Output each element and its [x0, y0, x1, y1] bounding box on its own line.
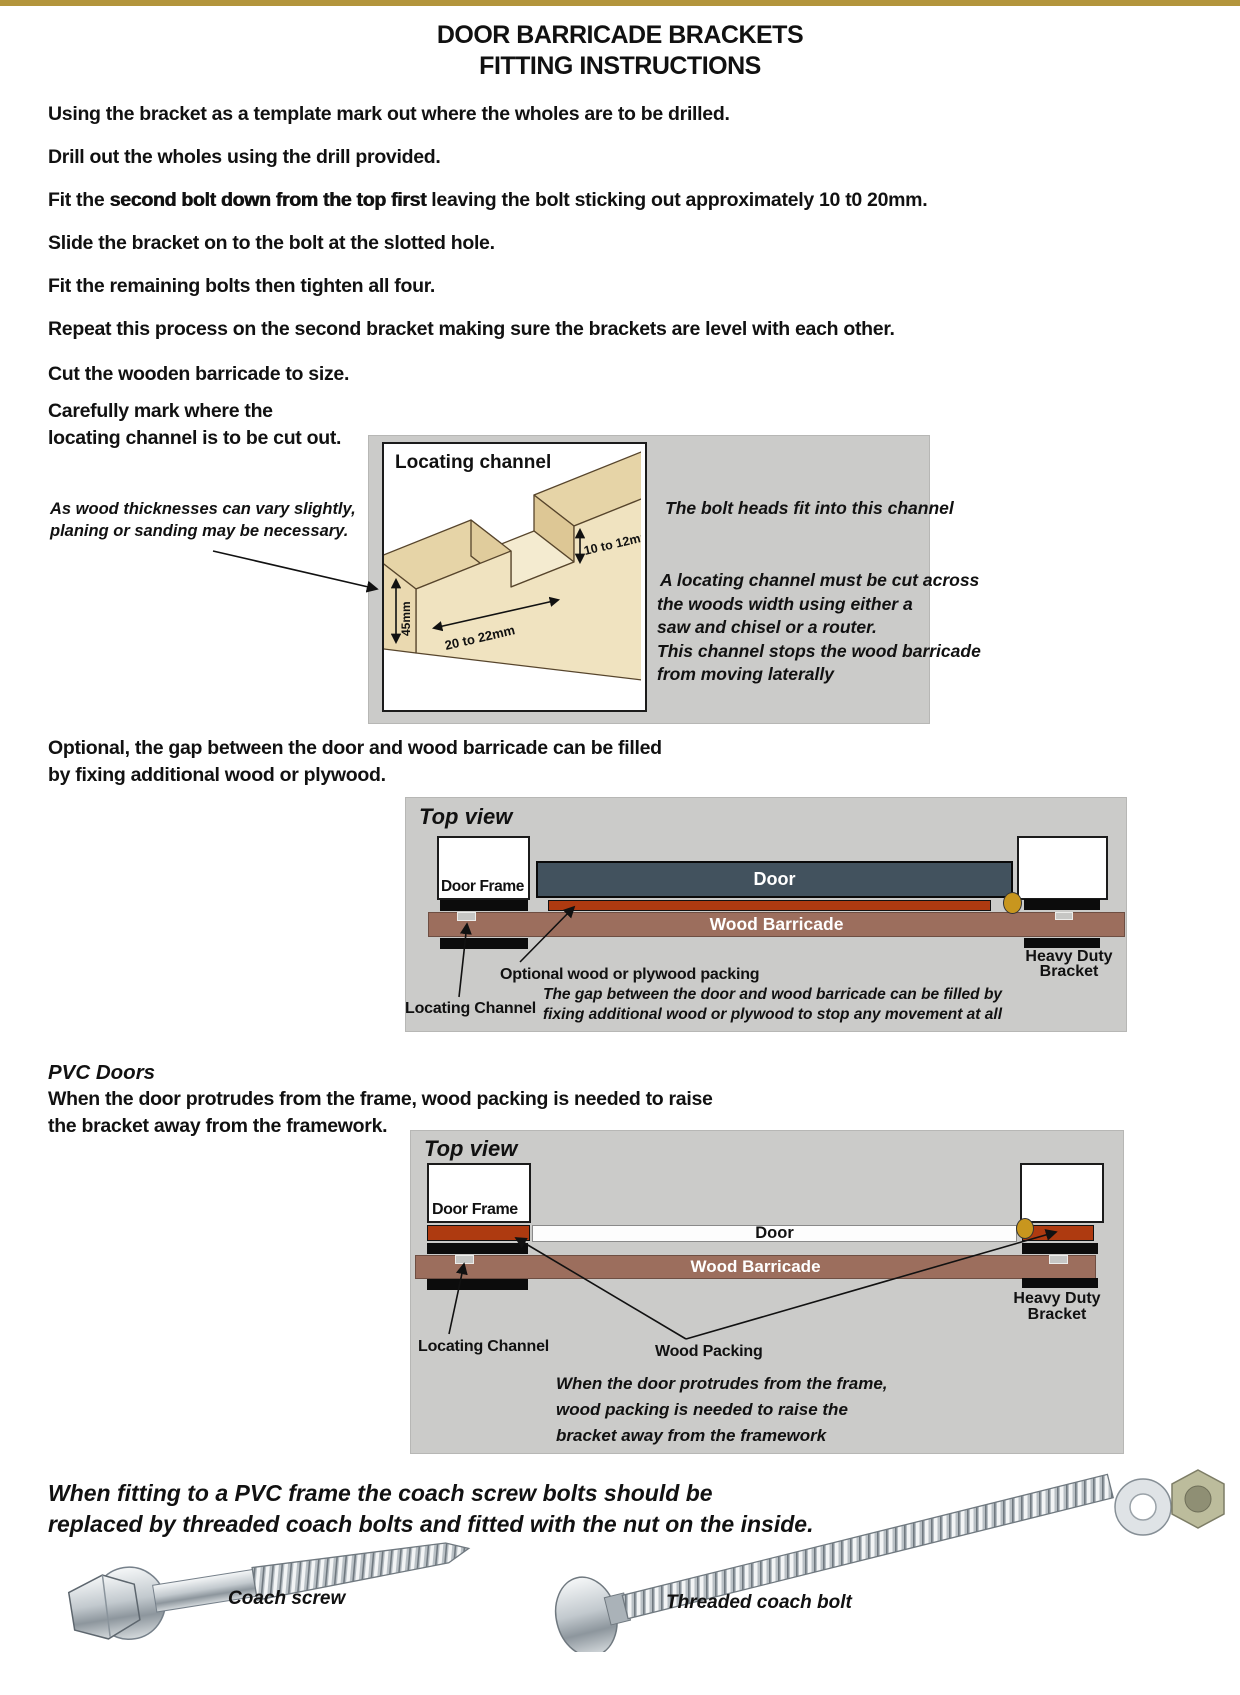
channel-desc-5: from moving laterally: [657, 664, 834, 684]
locating-channel-diagram-box: 45mm 20 to 22mm 10 to 12mm Locating chan…: [382, 442, 647, 712]
pvc-intro-1: When the door protrudes from the frame, …: [48, 1088, 713, 1110]
title-line-2: FITTING INSTRUCTIONS: [479, 52, 761, 80]
coach-bolt-label: Threaded coach bolt: [666, 1592, 852, 1613]
panel-b-hd-line2: Bracket: [1027, 1305, 1087, 1323]
panel-b-bracket-bar-right-bottom: [1022, 1278, 1098, 1288]
panel-a-channel-notch-right: [1055, 912, 1073, 920]
step-7: Cut the wooden barricade to size.: [48, 363, 350, 385]
channel-desc-4: This channel stops the wood barricade: [657, 641, 981, 661]
step-3: Fit the second bolt down from the top fi…: [48, 189, 928, 212]
locating-channel-diagram-title: Locating channel: [395, 452, 552, 473]
step-3-pre: Fit the: [48, 189, 110, 211]
title-line-1: DOOR BARRICADE BRACKETS: [436, 21, 804, 49]
step-5: Fit the remaining bolts then tighten all…: [48, 275, 436, 297]
panel-a-door-label: Door: [753, 869, 796, 889]
panel-a-packing-callout: Optional wood or plywood packing: [500, 966, 760, 983]
channel-desc-2: the woods width using either a: [657, 594, 913, 614]
fastener-note-2: replaced by threaded coach bolts and fit…: [48, 1511, 814, 1537]
panel-a-door-frame-left: Door Frame: [437, 836, 530, 900]
panel-b-packing-left: [427, 1225, 530, 1241]
panel-a-wood-barricade: Wood Barricade: [428, 912, 1125, 937]
panel-b-door: Door: [532, 1225, 1017, 1242]
panel-a-bracket-bar-left-top: [440, 900, 528, 911]
panel-a-door-frame-label: Door Frame: [441, 878, 524, 895]
panel-a-packing-strip: [548, 900, 991, 911]
wood-thickness-note-1: As wood thicknesses can vary slightly,: [50, 500, 356, 518]
panel-b-bracket-bar-right-top: [1022, 1243, 1098, 1254]
wood-channel-illustration: 45mm 20 to 22mm 10 to 12mm: [384, 451, 641, 681]
channel-desc-3: saw and chisel or a router.: [657, 617, 877, 637]
coach-screw-label: Coach screw: [228, 1588, 346, 1609]
step-4: Slide the bracket on to the bolt at the …: [48, 232, 495, 254]
panel-b-bolt-head: [1016, 1218, 1034, 1239]
mark-line-1: Carefully mark where the: [48, 400, 273, 422]
panel-a-barricade-label: Wood Barricade: [709, 914, 844, 934]
page-title: DOOR BARRICADE BRACKETS FITTING INSTRUCT…: [0, 20, 1240, 82]
bolt-heads-note: The bolt heads fit into this channel: [665, 498, 954, 518]
panel-b-wood-packing-callout: Wood Packing: [655, 1343, 763, 1360]
pvc-heading: PVC Doors: [48, 1061, 156, 1084]
panel-b-caption-1: When the door protrudes from the frame,: [556, 1374, 888, 1393]
note-arrow: [212, 550, 379, 593]
panel-b-locating-channel-callout: Locating Channel: [418, 1338, 550, 1355]
panel-b-door-label: Door: [755, 1224, 794, 1242]
panel-a-bracket-bar-right-bottom: [1024, 938, 1100, 948]
panel-b-channel-notch-left: [455, 1255, 474, 1264]
step-2: Drill out the wholes using the drill pro…: [48, 146, 441, 168]
step-3-post: leaving the bolt sticking out approximat…: [426, 189, 928, 211]
panel-a-bolt-head: [1003, 892, 1022, 914]
panel-a-hd-line1: Heavy Duty: [1025, 948, 1113, 965]
fastener-note-1: When fitting to a PVC frame the coach sc…: [48, 1480, 713, 1506]
top-accent-bar: [0, 0, 1240, 6]
dim-45mm-label: 45mm: [399, 601, 413, 636]
wood-thickness-note-2: planing or sanding may be necessary.: [50, 522, 349, 540]
panel-a-locating-channel-callout: Locating Channel: [405, 1000, 537, 1017]
panel-a-caption-2: fixing additional wood or plywood to sto…: [543, 1006, 1002, 1023]
channel-desc-1: A locating channel must be cut across: [660, 570, 980, 590]
panel-b-channel-notch-right: [1049, 1255, 1068, 1264]
panel-b-caption-3: bracket away from the framework: [556, 1426, 827, 1445]
mark-line-2: locating channel is to be cut out.: [48, 427, 342, 449]
panel-a-door-frame-right: [1017, 836, 1108, 900]
panel-a-view-label: Top view: [419, 804, 513, 829]
optional-intro-2: by fixing additional wood or plywood.: [48, 764, 386, 786]
step-1: Using the bracket as a template mark out…: [48, 103, 730, 125]
panel-b-wood-barricade: Wood Barricade: [415, 1255, 1096, 1279]
panel-b-barricade-label: Wood Barricade: [690, 1257, 821, 1276]
panel-b-view-label: Top view: [424, 1136, 518, 1161]
panel-b-hd-line1: Heavy Duty: [1013, 1290, 1101, 1307]
panel-b-bracket-bar-left-top: [427, 1243, 528, 1254]
panel-b-door-frame-right: [1020, 1163, 1104, 1223]
panel-b-caption-2: wood packing is needed to raise the: [556, 1400, 848, 1419]
panel-a-hd-line2: Bracket: [1039, 963, 1099, 980]
panel-a-channel-notch-left: [457, 912, 476, 921]
panel-b-heavy-duty-bracket-label: Heavy Duty Bracket: [1007, 1291, 1107, 1322]
panel-a-bracket-bar-left-bottom: [440, 938, 528, 949]
step-3-bold: second bolt down from the top first: [109, 189, 427, 211]
panel-b-door-frame-label: Door Frame: [432, 1201, 518, 1218]
panel-b-door-frame-left: Door Frame: [427, 1163, 531, 1223]
panel-a-caption-1: The gap between the door and wood barric…: [543, 986, 1003, 1003]
panel-a-bracket-bar-right-top: [1024, 899, 1100, 910]
pvc-intro-2: the bracket away from the framework.: [48, 1115, 388, 1137]
step-6: Repeat this process on the second bracke…: [48, 318, 895, 340]
panel-a-heavy-duty-bracket-label: Heavy Duty Bracket: [1019, 948, 1119, 980]
panel-a-door: Door: [536, 861, 1013, 898]
optional-intro-1: Optional, the gap between the door and w…: [48, 737, 662, 759]
threaded-coach-bolt-image: [554, 1469, 1225, 1652]
coach-screw-image: [67, 1542, 471, 1640]
panel-b-bracket-bar-left-bottom: [427, 1279, 528, 1290]
